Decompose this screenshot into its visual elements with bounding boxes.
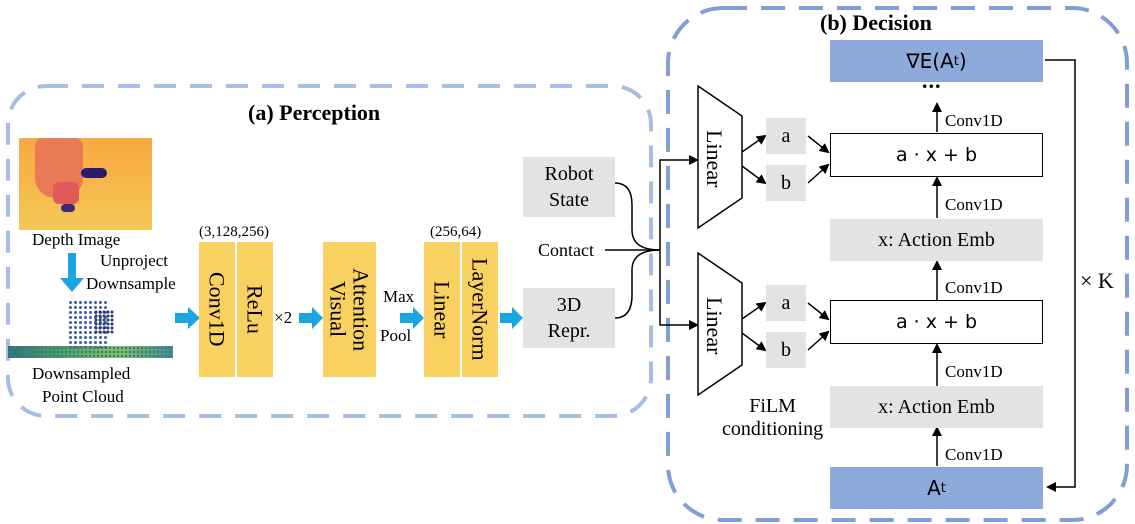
unproject-label: Unproject: [100, 251, 168, 270]
conv1d-mid-lower-label: Conv1D: [945, 278, 1003, 297]
grad-energy-close: ): [958, 49, 967, 73]
visual-attention-block: Visual Attention: [323, 242, 376, 377]
conv1d-top-label: Conv1D: [945, 111, 1003, 130]
conv1d-bottom-label: Conv1D: [945, 445, 1003, 464]
loop-line: [1045, 59, 1076, 492]
upper-linear-label: Linear: [702, 130, 728, 188]
film-caption-1: FiLM: [749, 395, 796, 417]
decision-title: (b) Decision: [820, 10, 932, 35]
upper-film-op-label: a · x + b: [895, 144, 978, 166]
conv1d-label: Conv1D: [204, 272, 230, 347]
grad-energy-label: ∇E(A: [906, 49, 954, 73]
film-caption-2: conditioning: [722, 418, 824, 440]
contact-label: Contact: [538, 240, 594, 260]
merge-lines: [605, 155, 699, 330]
point-cloud-label-1: Downsampled: [32, 364, 131, 383]
object-shadow: [81, 168, 107, 178]
robot-state-merge-line: [614, 182, 661, 251]
downsample-label: Downsample: [86, 274, 176, 293]
repeat-times-2: ×2: [274, 308, 293, 327]
grad-energy-subscript: t: [953, 53, 959, 69]
point-cloud-image: [8, 292, 173, 364]
lower-action-emb-label: x: Action Emb: [878, 395, 995, 418]
upper-a-label: a: [781, 124, 791, 147]
lower-b-box: b: [766, 332, 806, 368]
ellipsis-dots: ...: [922, 68, 942, 93]
repr-box: 3D Repr.: [523, 288, 615, 348]
lower-action-emb-box: x: Action Emb: [830, 386, 1043, 428]
film-caption: FiLM conditioning: [722, 395, 823, 441]
repr-label-2: Repr.: [547, 320, 591, 342]
layernorm-block: LayerNorm: [462, 242, 498, 377]
depth-image: [19, 138, 152, 230]
robot-state-label-1: Robot: [544, 163, 594, 185]
lower-film-op-label: a · x + b: [895, 311, 978, 333]
to-conv-arrow: [175, 307, 200, 329]
robot-state-box: Robot State: [523, 157, 615, 217]
visual-attention-label-2: Attention: [348, 267, 374, 352]
layernorm-label: LayerNorm: [467, 258, 493, 361]
repr-label-1: 3D: [556, 294, 582, 316]
upper-b-to-film-arrow: [807, 163, 830, 184]
table-points: [8, 346, 173, 358]
max-label: Max: [383, 287, 415, 306]
action-at-label: A: [927, 476, 941, 500]
robot-state-label-2: State: [549, 189, 589, 211]
relu-label: ReLu: [242, 285, 268, 334]
upper-action-emb-box: x: Action Emb: [830, 219, 1043, 261]
unproject-arrow: [60, 253, 84, 292]
pool-label: Pool: [380, 326, 412, 345]
depth-image-label: Depth Image: [32, 230, 121, 249]
lower-a-to-film-arrow: [807, 302, 830, 321]
upper-linear-to-a-arrow: [741, 134, 767, 153]
lower-b-label: b: [781, 338, 791, 361]
action-at-subscript: t: [940, 480, 946, 496]
relu-block: ReLu: [237, 242, 273, 377]
conv1d-mid-upper-label: Conv1D: [945, 195, 1003, 214]
lower-linear-label: Linear: [702, 297, 728, 355]
gripper-silhouette: [53, 182, 79, 204]
decision-region-border: [666, 6, 1129, 522]
lower-linear-to-a-arrow: [741, 301, 767, 320]
conv1d-low-label: Conv1D: [945, 362, 1003, 381]
upper-a-to-film-arrow: [807, 135, 830, 154]
gripper-points: [94, 310, 114, 334]
upper-b-box: b: [766, 165, 806, 201]
conv-dims-label: (3,128,256): [199, 224, 269, 240]
object-shadow-2: [61, 204, 75, 212]
to-lower-linear-line: [659, 250, 699, 330]
to-attention-arrow: [299, 307, 323, 329]
repr-merge-line: [614, 249, 661, 319]
to-repr-arrow: [500, 307, 523, 329]
linear-dims-label: (256,64): [430, 224, 482, 240]
perception-title: (a) Perception: [248, 100, 381, 125]
upper-a-box: a: [766, 118, 806, 154]
lower-a-box: a: [766, 285, 806, 321]
perception-linear-block: Linear: [424, 242, 460, 377]
upper-film-op-box: a · x + b: [830, 133, 1043, 177]
repeat-times-k: × K: [1078, 268, 1116, 294]
upper-b-label: b: [781, 171, 791, 194]
lower-linear-to-b-arrow: [741, 332, 767, 352]
conv1d-block: Conv1D: [199, 242, 235, 377]
to-upper-linear-line: [659, 155, 699, 250]
lower-b-to-film-arrow: [807, 330, 830, 351]
upper-action-emb-label: x: Action Emb: [878, 228, 995, 251]
lower-a-label: a: [781, 291, 791, 314]
upper-linear-to-b-arrow: [741, 165, 767, 185]
visual-attention-label-1: Visual: [325, 281, 351, 338]
perception-linear-label: Linear: [429, 280, 455, 339]
point-cloud-label-2: Point Cloud: [42, 387, 124, 406]
lower-film-op-box: a · x + b: [830, 300, 1043, 344]
